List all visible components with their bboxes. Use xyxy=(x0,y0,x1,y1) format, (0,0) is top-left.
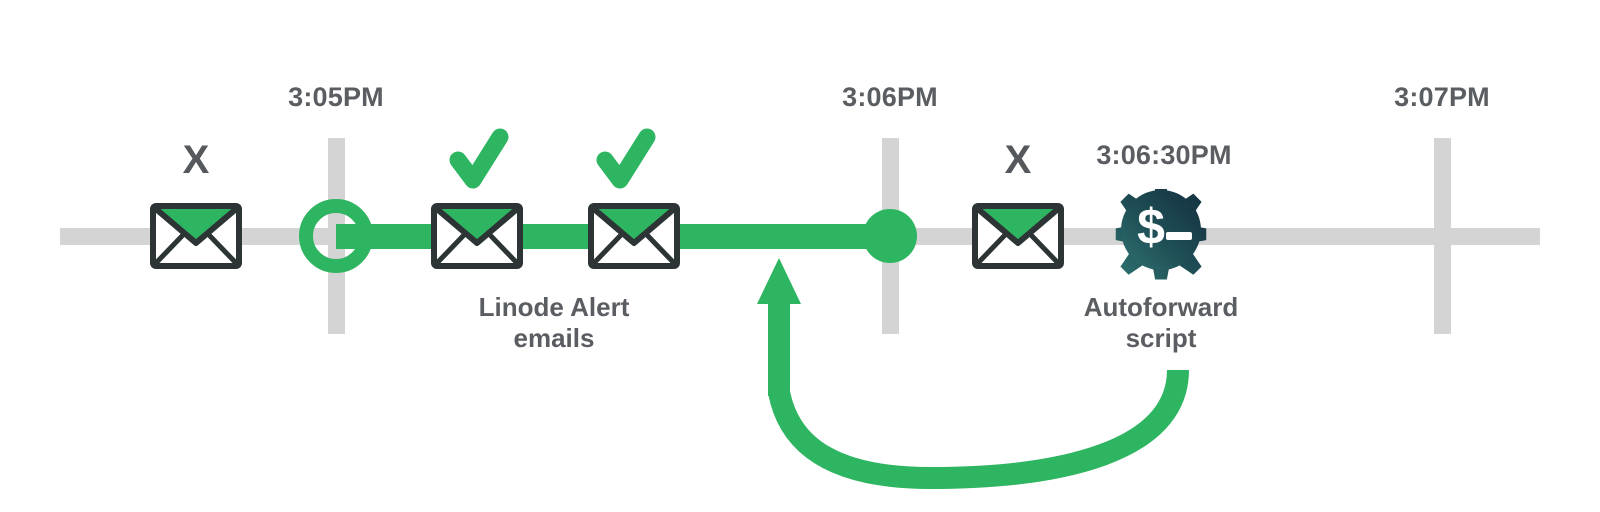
envelope-icon xyxy=(588,203,680,269)
label-autoforward-time: 3:06:30PM xyxy=(1096,140,1232,170)
failure-x-icon: X xyxy=(182,138,210,182)
feedback-arrow xyxy=(757,258,1189,490)
axis-tick-307 xyxy=(1434,138,1451,334)
caption-autoforward-script: Autoforward script xyxy=(1083,292,1239,353)
axis-tick-label-306: 3:06PM xyxy=(842,82,938,112)
axis-tick-label-307: 3:07PM xyxy=(1394,82,1490,112)
check-icon xyxy=(449,128,509,189)
timeline-node-dot-306 xyxy=(863,209,917,263)
check-icon xyxy=(596,128,656,189)
gear-dollar-icon: $ xyxy=(1115,189,1207,280)
timeline-node-ring-305 xyxy=(299,199,373,273)
caption-linode-alert-emails: Linode Alert emails xyxy=(478,292,630,353)
envelope-icon xyxy=(972,203,1064,269)
axis-tick-label-305: 3:05PM xyxy=(288,82,384,112)
envelope-icon xyxy=(150,203,242,269)
svg-text:$: $ xyxy=(1137,199,1165,255)
failure-x-icon: X xyxy=(1004,138,1032,182)
envelope-icon xyxy=(431,203,523,269)
